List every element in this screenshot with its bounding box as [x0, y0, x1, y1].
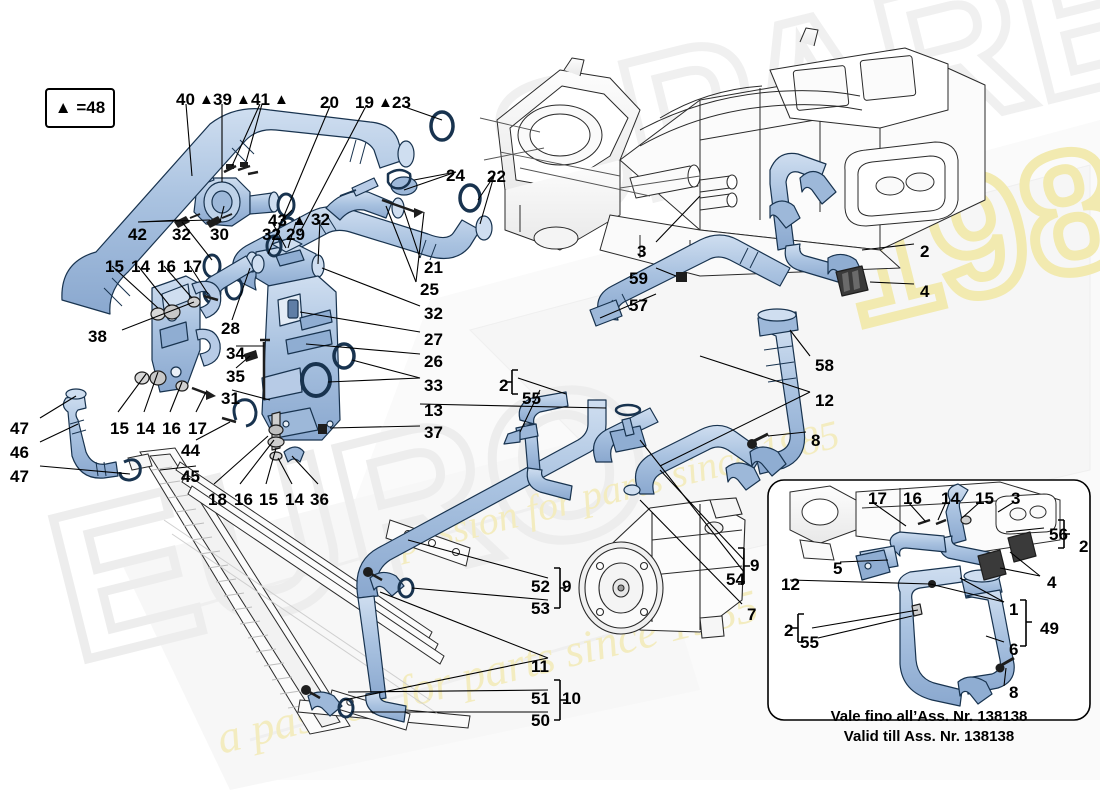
callout-32: 32 — [424, 304, 443, 323]
callout-32: 32 — [311, 210, 330, 229]
callout-58: 58 — [815, 356, 834, 375]
callout-19: 19 — [355, 93, 374, 112]
callout-39: 39 — [213, 90, 232, 109]
inset-callout-15: 15 — [975, 489, 994, 508]
callout-triangle-icon: ▲ — [292, 212, 307, 229]
callout-2: 2 — [499, 376, 509, 395]
inset-callout-55: 55 — [800, 633, 819, 652]
callout-22: 22 — [487, 167, 506, 186]
callout-28: 28 — [221, 319, 240, 338]
inset-callout-49: 49 — [1040, 619, 1059, 638]
callout-30: 30 — [210, 225, 229, 244]
inset-caption-italian: Vale fino all’Ass. Nr. 138138 — [830, 708, 1028, 725]
callout-54: 54 — [726, 570, 745, 589]
inset-callout-4: 4 — [1047, 573, 1057, 592]
inset-callout-2: 2 — [784, 621, 794, 640]
inset-callout-5: 5 — [833, 559, 843, 578]
callout-14: 14 — [136, 419, 155, 438]
callout-7: 7 — [747, 605, 757, 624]
callout-46: 46 — [10, 443, 29, 462]
callout-35: 35 — [226, 367, 245, 386]
callout-15: 15 — [259, 490, 278, 509]
callout-53: 53 — [531, 599, 550, 618]
inset-callout-2: 2 — [1079, 537, 1089, 556]
inset-callout-17: 17 — [868, 489, 887, 508]
callout-21: 21 — [424, 258, 443, 277]
callout-2: 2 — [920, 242, 930, 261]
callout-16: 16 — [234, 490, 253, 509]
callout-14: 14 — [131, 257, 150, 276]
callout-13: 13 — [424, 401, 443, 420]
inset-caption-english: Valid till Ass. Nr. 138138 — [843, 728, 1015, 745]
callout-45: 45 — [181, 467, 200, 486]
inset-callout-6: 6 — [1009, 640, 1019, 659]
callout-16: 16 — [157, 257, 176, 276]
callout-26: 26 — [424, 352, 443, 371]
callout-16: 16 — [162, 419, 181, 438]
legend-text: ▲ =48 — [54, 98, 106, 117]
callout-17: 17 — [188, 419, 207, 438]
callout-43: 43 — [268, 211, 287, 230]
inset-callout-12: 12 — [781, 575, 800, 594]
callout-47: 47 — [10, 467, 29, 486]
callout-32: 32 — [262, 225, 281, 244]
callout-14: 14 — [285, 490, 304, 509]
callout-15: 15 — [110, 419, 129, 438]
callout-3: 3 — [637, 242, 647, 261]
callout-25: 25 — [420, 280, 439, 299]
callout-triangle-icon: ▲ — [199, 91, 214, 108]
callout-9: 9 — [562, 577, 572, 596]
callout-44: 44 — [181, 441, 200, 460]
callout-31: 31 — [221, 389, 240, 408]
callout-38: 38 — [88, 327, 107, 346]
callout-23: 23 — [392, 93, 411, 112]
callout-47: 47 — [10, 419, 29, 438]
callout-36: 36 — [310, 490, 329, 509]
callout-18: 18 — [208, 490, 227, 509]
callout-59: 59 — [629, 269, 648, 288]
callout-52: 52 — [531, 577, 550, 596]
callout-triangle-icon: ▲ — [378, 94, 393, 111]
callout-17: 17 — [183, 257, 202, 276]
callout-41: 41 — [251, 90, 270, 109]
callout-34: 34 — [226, 344, 245, 363]
inset-callout-8: 8 — [1009, 683, 1019, 702]
callout-27: 27 — [424, 330, 443, 349]
callout-50: 50 — [531, 711, 550, 730]
callout-8: 8 — [811, 431, 821, 450]
leader-lines — [39, 103, 915, 721]
inset-callout-56: 56 — [1049, 525, 1068, 544]
inset-callout-3: 3 — [1011, 489, 1021, 508]
legend-symbol-box: ▲ =48 — [45, 88, 115, 128]
callout-triangle-icon: ▲ — [236, 91, 251, 108]
callout-4: 4 — [920, 282, 930, 301]
callout-11: 11 — [531, 657, 549, 676]
callout-33: 33 — [424, 376, 443, 395]
inset-callout-1: 1 — [1009, 600, 1019, 619]
callout-57: 57 — [629, 296, 648, 315]
callout-15: 15 — [105, 257, 124, 276]
callout-10: 10 — [562, 689, 581, 708]
callout-51: 51 — [531, 689, 550, 708]
callout-55: 55 — [522, 389, 541, 408]
callout-20: 20 — [320, 93, 339, 112]
callout-12: 12 — [815, 391, 834, 410]
callout-37: 37 — [424, 423, 443, 442]
callout-32: 32 — [172, 225, 191, 244]
callout-40: 40 — [176, 90, 195, 109]
callout-24: 24 — [446, 166, 465, 185]
callout-triangle-icon: ▲ — [274, 91, 289, 108]
inset-panel — [767, 479, 1091, 721]
compressor-artwork — [578, 497, 746, 639]
inset-callout-16: 16 — [903, 489, 922, 508]
callout-9: 9 — [750, 556, 760, 575]
inset-callout-14: 14 — [941, 489, 960, 508]
callout-42: 42 — [128, 225, 147, 244]
callout-29: 29 — [286, 225, 305, 244]
